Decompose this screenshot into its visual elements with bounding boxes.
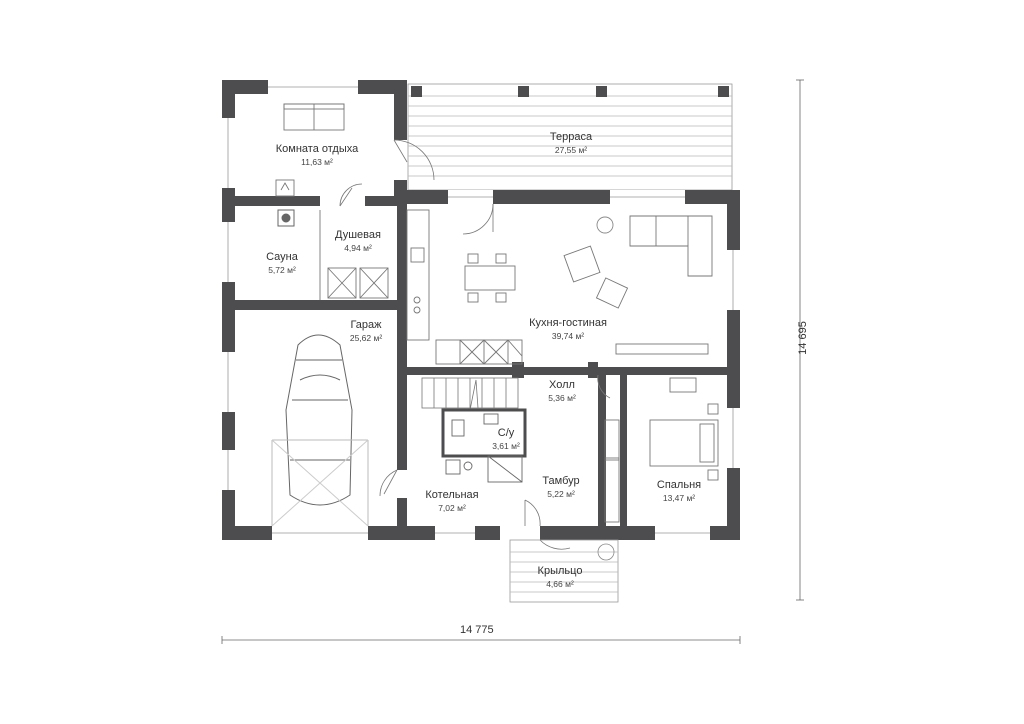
dimension-height: 14 695: [796, 321, 809, 355]
room-name: Холл: [549, 379, 575, 391]
room-label-shower: Душевая 4,94 м²: [335, 228, 381, 254]
room-area: 4,94 м²: [344, 243, 372, 253]
room-label-garage: Гараж 25,62 м²: [350, 318, 382, 344]
room-area: 27,55 м²: [554, 145, 588, 155]
room-area: 4,66 м²: [546, 579, 574, 589]
room-label-boiler: Котельная 7,02 м²: [425, 488, 478, 514]
room-label-sauna: Сауна 5,72 м²: [266, 250, 298, 276]
room-area: 25,62 м²: [349, 333, 383, 343]
terrace-posts: [411, 86, 729, 97]
room-area: 7,02 м²: [438, 503, 466, 513]
room-label-rest: Комната отдыха 11,63 м²: [276, 142, 359, 168]
living-sofa: [563, 215, 713, 355]
kitchen-counter: [406, 209, 523, 365]
sauna-heater-icon: [277, 209, 295, 227]
room-label-terrace: Терраса 27,55 м²: [550, 130, 592, 156]
room-name: Тамбур: [542, 475, 580, 487]
room-area: 39,74 м²: [551, 331, 585, 341]
room-label-kitchen: Кухня-гостиная 39,74 м²: [529, 316, 607, 342]
car-icon: [271, 334, 369, 527]
room-area: 5,72 м²: [268, 265, 296, 275]
room-name: Котельная: [425, 489, 479, 501]
room-name: Кухня-гостиная: [529, 317, 607, 329]
doors: [339, 139, 611, 550]
stairs: [421, 377, 519, 411]
room-name: Гараж: [350, 319, 382, 331]
shower-cabins: [319, 210, 389, 300]
windows: [227, 86, 734, 534]
sofa-rest-room: [283, 103, 345, 131]
terrace-deck: [407, 83, 733, 191]
dimension-lines: [221, 79, 804, 644]
room-label-hall: Холл 5,36 м²: [548, 378, 576, 404]
bed: [604, 377, 719, 523]
room-area: 5,22 м²: [547, 489, 575, 499]
room-name: Терраса: [549, 131, 593, 143]
stove-icon: [275, 179, 295, 197]
room-label-porch: Крыльцо 4,66 м²: [538, 564, 583, 590]
room-name: Душевая: [335, 229, 381, 241]
dining-table: [464, 253, 516, 303]
room-area: 5,36 м²: [548, 393, 576, 403]
room-area: 11,63 м²: [301, 157, 333, 167]
dimension-width: 14 775: [460, 624, 494, 636]
room-label-wc: С/у 3,61 м²: [492, 426, 520, 452]
room-area: 3,61 м²: [492, 441, 520, 451]
room-name: Сауна: [266, 251, 298, 263]
room-name: Спальня: [656, 479, 702, 491]
room-name: Комната отдыха: [275, 143, 359, 155]
room-name: С/у: [497, 427, 515, 439]
room-area: 13,47 м²: [662, 493, 696, 503]
room-label-bedroom: Спальня 13,47 м²: [657, 478, 701, 504]
porch: [509, 539, 619, 603]
room-label-tambour: Тамбур 5,22 м²: [542, 474, 579, 500]
wc-fixtures: [441, 408, 527, 483]
room-name: Крыльцо: [537, 565, 583, 577]
